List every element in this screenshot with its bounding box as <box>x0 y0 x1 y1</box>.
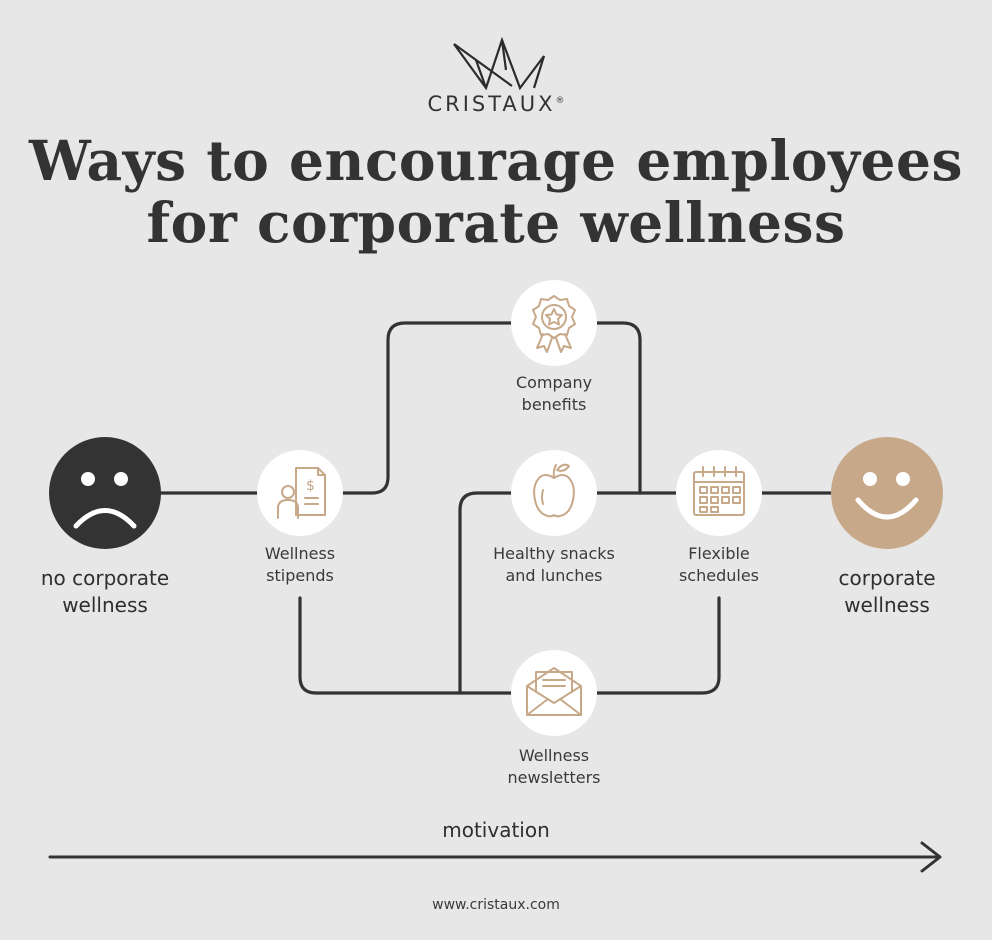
node-label-line-1: Wellness <box>264 544 336 563</box>
connector-middle-loop <box>458 491 642 695</box>
node-label-line-1: Healthy snacks <box>493 544 615 563</box>
calendar-icon <box>693 466 745 516</box>
connector-upper-loop <box>341 321 678 495</box>
node-label-line-2: stipends <box>266 566 334 585</box>
footer-url[interactable]: www.cristaux.com <box>432 897 560 913</box>
motivation-arrow <box>48 841 942 873</box>
motivation-axis-label: motivation <box>442 818 550 842</box>
node-label-line-1: Company <box>515 373 593 392</box>
svg-text:$: $ <box>306 478 315 494</box>
node-schedules-label: Flexible schedules <box>639 543 799 587</box>
node-label-line-2: newsletters <box>507 768 601 787</box>
node-label-line-1: Flexible <box>688 544 750 563</box>
node-label-line-1: Wellness <box>518 746 590 765</box>
crown-logo-icon <box>453 36 546 91</box>
award-badge-icon <box>532 295 576 353</box>
node-benefits-label: Company benefits <box>474 372 634 416</box>
node-label-line-2: and lunches <box>505 566 603 585</box>
node-snacks-circle <box>511 450 597 536</box>
page-title-line-2: for corporate wellness <box>146 190 846 255</box>
start-label-line-1: no corporate <box>40 566 170 590</box>
node-snacks-label: Healthy snacks and lunches <box>464 543 644 587</box>
node-newsletters-circle <box>511 650 597 736</box>
end-label-line-2: wellness <box>844 593 930 617</box>
node-stipends-circle <box>257 450 343 536</box>
node-label-line-2: benefits <box>521 395 587 414</box>
registered-mark: ® <box>555 96 565 106</box>
start-label-line-2: wellness <box>62 593 148 617</box>
document-dollar-person-icon: $ <box>277 467 326 519</box>
envelope-icon <box>526 667 582 716</box>
brand-name: CRISTAUX® <box>396 92 596 116</box>
end-label-line-1: corporate <box>838 566 936 590</box>
sad-face-icon <box>49 437 161 549</box>
start-state-label: no corporate wellness <box>5 565 205 619</box>
end-state-label: corporate wellness <box>787 565 987 619</box>
connector-lower-loop <box>298 596 721 695</box>
happy-face-icon <box>831 437 943 549</box>
apple-icon <box>533 463 575 518</box>
page-title-line-1: Ways to encourage employees <box>29 128 963 193</box>
node-newsletters-label: Wellness newsletters <box>474 745 634 789</box>
brand-name-text: CRISTAUX <box>427 92 556 116</box>
node-stipends-label: Wellness stipends <box>220 543 380 587</box>
node-label-line-2: schedules <box>678 566 760 585</box>
